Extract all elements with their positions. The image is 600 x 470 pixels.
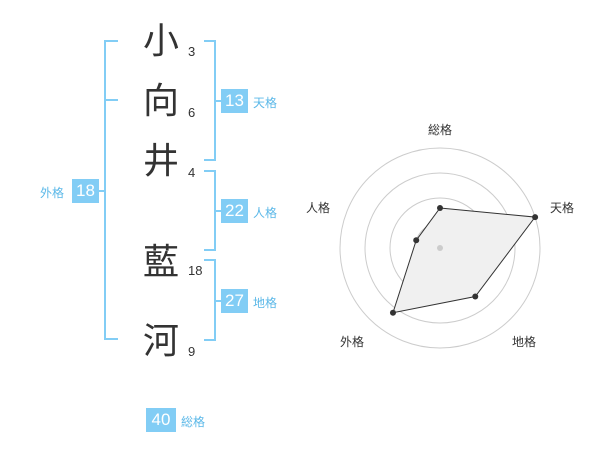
jinkaku-label: 人格 bbox=[253, 206, 278, 220]
radar-area bbox=[392, 207, 537, 314]
gaikaku-bracket-tick bbox=[104, 99, 118, 101]
stroke-count-1: 3 bbox=[188, 44, 196, 59]
name-char-5: 河 bbox=[142, 321, 179, 362]
jinkaku-score-box: 22 bbox=[221, 199, 248, 223]
gaikaku-label: 外格 bbox=[40, 186, 65, 200]
gaikaku-connector bbox=[98, 190, 106, 192]
chikaku-connector bbox=[214, 300, 222, 302]
name-char-2: 向 bbox=[142, 81, 179, 122]
jinkaku-connector bbox=[214, 210, 222, 212]
tenkaku-score-box: 13 bbox=[221, 89, 248, 113]
name-char-4: 藍 bbox=[142, 242, 179, 283]
radar-label-chikaku: 地格 bbox=[512, 334, 536, 349]
radar-label-soukaku: 総格 bbox=[428, 122, 452, 137]
stroke-count-4: 18 bbox=[188, 263, 203, 278]
radar-label-gaikaku: 外格 bbox=[340, 334, 364, 349]
radar-point bbox=[532, 214, 539, 221]
chikaku-score-box: 27 bbox=[221, 289, 248, 313]
gaikaku-score-box: 18 bbox=[72, 179, 99, 203]
radar-ring bbox=[339, 147, 541, 349]
tenkaku-connector bbox=[214, 100, 222, 102]
soukaku-label: 総格 bbox=[181, 415, 206, 429]
stroke-count-3: 4 bbox=[188, 165, 196, 180]
tenkaku-label: 天格 bbox=[253, 96, 278, 110]
radar-point bbox=[413, 237, 420, 244]
radar-label-jinkaku: 人格 bbox=[306, 200, 330, 215]
chikaku-label: 地格 bbox=[253, 296, 278, 310]
radar-label-tenkaku: 天格 bbox=[550, 200, 574, 215]
name-char-3: 井 bbox=[142, 141, 179, 182]
radar-center bbox=[437, 245, 443, 251]
radar-point bbox=[472, 293, 479, 300]
radar-point bbox=[437, 205, 443, 211]
radar-ring bbox=[364, 172, 516, 324]
stroke-count-5: 9 bbox=[188, 344, 196, 359]
soukaku-score-box: 40 bbox=[146, 408, 176, 432]
name-char-1: 小 bbox=[142, 21, 179, 62]
radar-point bbox=[389, 309, 396, 316]
stroke-count-2: 6 bbox=[188, 105, 196, 120]
radar-points bbox=[389, 205, 539, 316]
